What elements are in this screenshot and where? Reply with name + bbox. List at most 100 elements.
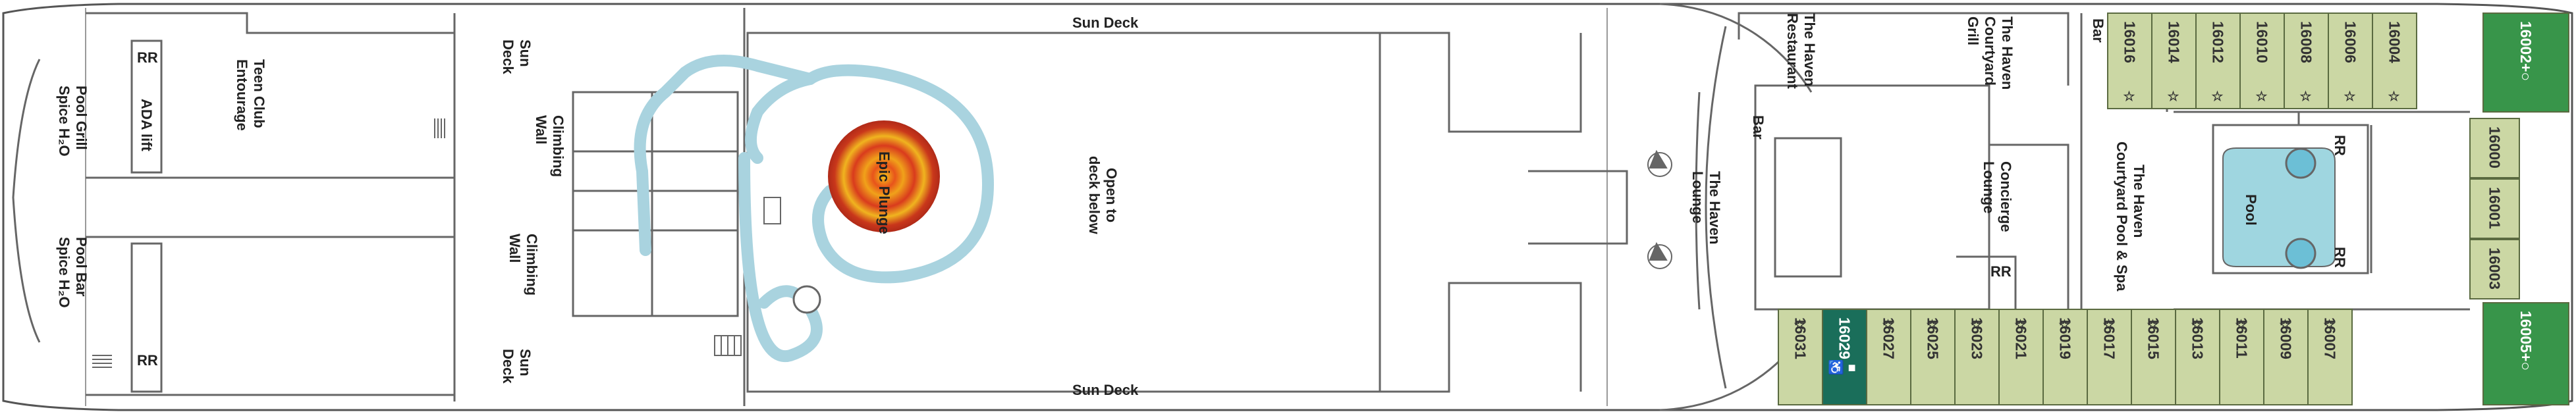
label-climbing-wall-2: Climbing Wall (507, 234, 540, 296)
cabin-16007[interactable]: 16007☆ (2307, 309, 2353, 405)
label-rr-concierge: RR (1990, 263, 2012, 280)
svg-text:Sun: Sun (517, 39, 534, 67)
cabin-16005+○-box (2482, 302, 2569, 405)
cabin-16016-number: 16016 (2122, 21, 2139, 63)
cabin-16005+○[interactable]: 16005+○ (2482, 302, 2569, 405)
cabin-16031-star-icon: ☆ (1794, 318, 1806, 332)
cabin-16010[interactable]: 16010☆ (2239, 13, 2285, 109)
label-rr-fore-top: RR (137, 49, 158, 66)
stairs-fore (92, 118, 445, 368)
cabin-16023[interactable]: 16023☆ (1954, 309, 2000, 405)
cabin-16002+○-number: 16002+○ (2517, 21, 2535, 81)
label-pool: Pool (2243, 194, 2259, 226)
hot-tub-bottom (2285, 238, 2316, 269)
cabin-16025-box (1910, 309, 1956, 405)
cabin-16025-star-icon: ☆ (1927, 318, 1938, 332)
svg-text:Spice H₂O: Spice H₂O (56, 86, 72, 157)
svg-text:The Haven: The Haven (2131, 165, 2147, 238)
cabin-16008-number: 16008 (2298, 21, 2315, 63)
cabin-16011-box (2219, 309, 2264, 405)
cabin-16006-star-icon: ☆ (2344, 90, 2356, 104)
cabin-16025-number: 16025 (1925, 317, 1942, 359)
cabin-16019[interactable]: 16019☆ (2042, 309, 2088, 405)
svg-text:Deck: Deck (500, 349, 516, 384)
cabin-16004[interactable]: 16004 ☆ (2372, 13, 2417, 109)
cabin-16008[interactable]: 16008 ☆ (2284, 13, 2329, 109)
cabin-16000-number: 16000 (2486, 126, 2504, 168)
cabin-16021-number: 16021 (2013, 317, 2030, 359)
cabin-16013-box (2175, 309, 2220, 405)
svg-text:The Haven: The Haven (1801, 13, 1818, 86)
cabin-16012[interactable]: 16012☆ (2195, 13, 2241, 109)
cabin-16031-box (1778, 309, 1823, 405)
cabin-16004-number: 16004 (2386, 21, 2403, 63)
label-bar-top: Bar (2090, 18, 2106, 43)
slide-exit-icon (792, 285, 821, 314)
cabin-16017[interactable]: 16017☆ (2087, 309, 2132, 405)
label-rr-pool-bottom: RR (2332, 247, 2348, 268)
cabin-16029-number: 16029 (1836, 317, 1853, 359)
svg-text:Climbing: Climbing (550, 115, 566, 177)
svg-text:Restaurant: Restaurant (1784, 13, 1801, 90)
cabin-16003[interactable]: 16003 (2469, 239, 2520, 299)
cabin-16014[interactable]: 16014☆ (2151, 13, 2197, 109)
haven-lounge-area (1695, 12, 2083, 389)
label-concierge-lounge: Concierge Lounge (1981, 161, 2014, 232)
pool-basin (2222, 147, 2336, 267)
cabin-16019-number: 16019 (2057, 317, 2074, 359)
cabin-16012-star-icon: ☆ (2212, 90, 2224, 104)
cabin-16009[interactable]: 16009☆ (2263, 309, 2309, 405)
cabin-16029[interactable]: 16029♿ ■ (1822, 309, 1867, 405)
cabin-16027[interactable]: 16027☆ (1866, 309, 1911, 405)
cabin-16021-star-icon: ☆ (2015, 318, 2027, 332)
cabin-16008-star-icon: ☆ (2300, 90, 2312, 104)
label-spice-pool-bar: Spice H₂O Pool Bar (56, 237, 90, 308)
svg-text:Courtyard: Courtyard (1982, 16, 1998, 86)
cabin-16000-box (2469, 118, 2520, 178)
label-haven-lounge: The Haven Lounge (1689, 171, 1723, 244)
inner-hull (85, 8, 1608, 406)
cabin-16029-accessible-icon: ♿ ■ (1828, 359, 1856, 375)
cabin-16013[interactable]: 16013☆ (2175, 309, 2220, 405)
cabin-16012-box (2195, 13, 2241, 109)
svg-text:Spice H₂O: Spice H₂O (56, 237, 72, 308)
cabin-16000[interactable]: 16000 (2469, 118, 2520, 178)
label-bar-lounge: Bar (1750, 115, 1767, 140)
cabin-16011[interactable]: 16011☆ (2219, 309, 2264, 405)
cabin-16031[interactable]: 16031☆ (1778, 309, 1823, 405)
svg-text:Teen Club: Teen Club (251, 59, 267, 128)
svg-text:The Haven: The Haven (1707, 171, 1723, 244)
svg-text:Deck: Deck (500, 39, 516, 74)
svg-text:Courtyard Pool & Spa: Courtyard Pool & Spa (2114, 142, 2130, 292)
cabin-16016-star-icon: ☆ (2124, 90, 2135, 104)
cabin-16003-number: 16003 (2486, 247, 2504, 290)
cabin-16005+○-number: 16005+○ (2517, 311, 2535, 371)
label-haven-courtyard-grill: The Haven Courtyard Grill (1965, 16, 2015, 90)
slide-stairs (714, 197, 781, 356)
cabin-16023-star-icon: ☆ (1971, 318, 1983, 332)
cabin-16011-number: 16011 (2233, 317, 2251, 359)
svg-text:Wall: Wall (507, 234, 523, 263)
cabin-16025[interactable]: 16025☆ (1910, 309, 1956, 405)
svg-text:Climbing: Climbing (524, 234, 540, 296)
cabin-16013-number: 16013 (2189, 317, 2206, 359)
svg-text:deck below: deck below (1086, 156, 1103, 234)
cabin-16002+○[interactable]: 16002+○ (2482, 13, 2569, 113)
cabin-16006-box (2328, 13, 2373, 109)
cabin-16004-star-icon: ☆ (2388, 90, 2400, 104)
cabin-16010-number: 16010 (2254, 21, 2271, 63)
label-epic-plunge: Epic Plunge (876, 151, 892, 234)
svg-text:Open to: Open to (1103, 168, 1120, 222)
cabin-16015[interactable]: 16015☆ (2131, 309, 2176, 405)
cabin-16016[interactable]: 16016 ☆ (2107, 13, 2152, 109)
epic-plunge-ring (828, 120, 940, 232)
cabin-16007-box (2307, 309, 2353, 405)
label-haven-courtyard-pool: The Haven Courtyard Pool & Spa (2114, 142, 2147, 292)
label-rr-pool-top: RR (2332, 135, 2348, 156)
cabin-16007-star-icon: ☆ (2324, 318, 2336, 332)
cabin-16006[interactable]: 16006☆ (2328, 13, 2373, 109)
cabin-16001[interactable]: 16001 (2469, 178, 2520, 239)
cabin-16014-number: 16014 (2166, 21, 2183, 63)
cabin-16021[interactable]: 16021☆ (1998, 309, 2044, 405)
